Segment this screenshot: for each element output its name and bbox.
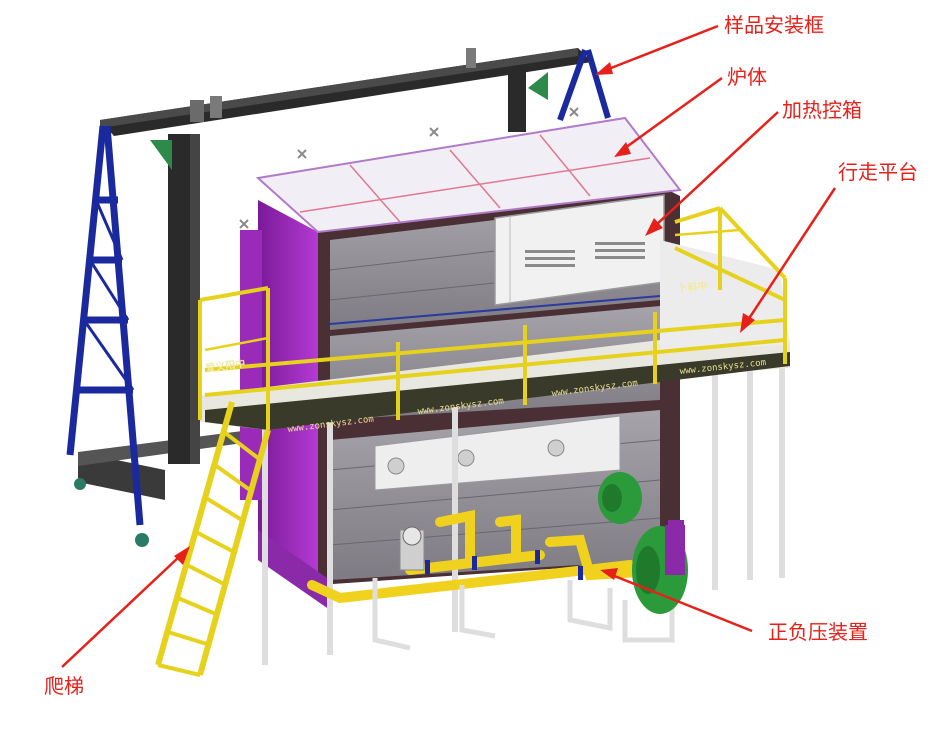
sample-frame xyxy=(66,48,611,547)
label-pressure-device: 正负压装置 xyxy=(768,620,868,644)
lifting-eye-icon xyxy=(239,107,579,229)
platform-sign-right: 卜科中 xyxy=(677,279,708,295)
label-furnace-body: 炉体 xyxy=(727,65,767,89)
label-sample-frame: 样品安装框 xyxy=(724,13,824,37)
ladder xyxy=(155,401,271,677)
walkway-platform: www.zonskysz.com www.zonskysz.com www.zo… xyxy=(198,206,790,665)
heating-control-box xyxy=(494,194,665,306)
label-walkway-platform: 行走平台 xyxy=(838,160,918,184)
platform-sign-left: 爱义阳中 xyxy=(205,357,246,375)
annotation-arrows xyxy=(61,24,837,668)
label-ladder: 爬梯 xyxy=(44,674,84,698)
pressure-device xyxy=(307,472,688,651)
lower-control-panel xyxy=(374,415,621,491)
label-heating-control-box: 加热控箱 xyxy=(782,98,862,122)
